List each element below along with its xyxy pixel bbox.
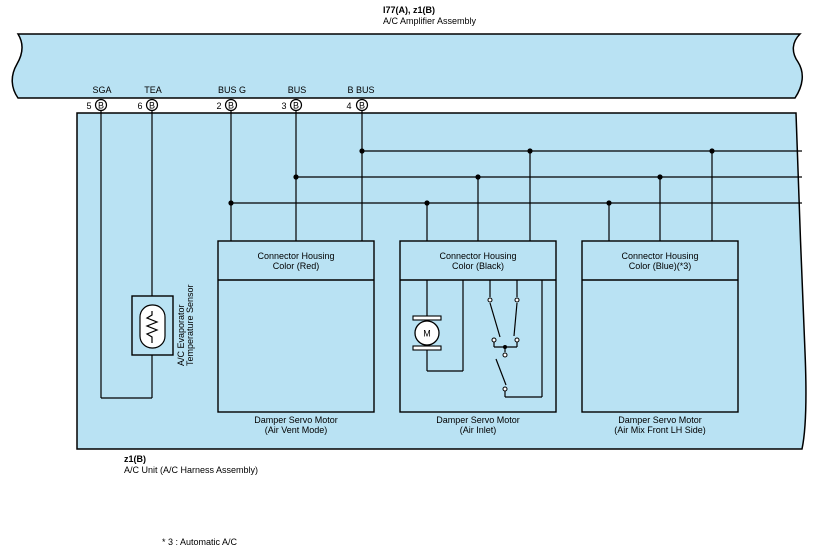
footnote: * 3 : Automatic A/C [162,537,238,547]
unit-connector-label: z1(B) [124,454,146,464]
pin-connector-label: B [228,101,234,111]
pin-sga: SGA 5 B [86,85,112,112]
housing-label-line2: Color (Black) [452,261,504,271]
pin-signal-label: BUS G [218,85,246,95]
pin-signal-label: BUS [288,85,307,95]
unit-name-label: A/C Unit (A/C Harness Assembly) [124,465,258,475]
pin-connector-label: B [98,101,104,111]
pin-bus: BUS 3 B [281,85,307,112]
pin-connector-label: B [359,101,365,111]
motor-name-line2: (Air Inlet) [460,425,497,435]
pin-tea: TEA 6 B [137,85,162,112]
motor-name-line1: Damper Servo Motor [254,415,338,425]
motor-name-line2: (Air Vent Mode) [265,425,328,435]
pin-connector-label: B [293,101,299,111]
bus-wires [228,111,802,241]
pin-signal-label: TEA [144,85,162,95]
pin-terminal-icon [145,98,159,112]
evaporator-temperature-sensor: A/C Evaporator Temperature Sensor [131,284,195,366]
amplifier-assembly-box [11,33,803,99]
damper-servo-motor-air-mix-front-lh-side: Connector Housing Color (Blue)(*3) Dampe… [581,240,739,435]
pin-number-label: 5 [86,101,91,111]
housing-label-line1: Connector Housing [439,251,516,261]
pin-connector-label: B [149,101,155,111]
pin-signal-label: SGA [92,85,111,95]
pin-number-label: 6 [137,101,142,111]
pin-bus-g: BUS G 2 B [216,85,246,112]
pin-terminal-icon [224,98,238,112]
pin-number-label: 2 [216,101,221,111]
thermistor-icon [139,304,166,349]
pin-terminal-icon [94,98,108,112]
pin-b-bus: B BUS 4 B [346,85,375,112]
motor-name-line2: (Air Mix Front LH Side) [614,425,706,435]
pin-number-label: 3 [281,101,286,111]
pin-terminal-icon [289,98,303,112]
motor-symbol-label: M [423,329,431,339]
pin-number-label: 4 [346,101,351,111]
housing-label-line1: Connector Housing [257,251,334,261]
housing-label-line2: Color (Red) [273,261,320,271]
motor-circuit: M [412,280,543,398]
housing-label-line1: Connector Housing [621,251,698,261]
amplifier-connector-label: I77(A), z1(B) [383,5,435,15]
damper-servo-motor-air-vent-mode: Connector Housing Color (Red) Damper Ser… [217,240,375,435]
amplifier-name-label: A/C Amplifier Assembly [383,16,477,26]
motor-name-line1: Damper Servo Motor [436,415,520,425]
housing-label-line2: Color (Blue)(*3) [629,261,692,271]
damper-servo-motor-air-inlet: Connector Housing Color (Black) Damper S… [399,240,557,435]
motor-icon: M [412,315,442,351]
sensor-wires [100,111,153,399]
pin-terminal-icon [355,98,369,112]
sensor-label-line1: A/C Evaporator [176,304,186,366]
pin-signal-label: B BUS [347,85,374,95]
sensor-label-line2: Temperature Sensor [185,284,195,366]
motor-name-line1: Damper Servo Motor [618,415,702,425]
